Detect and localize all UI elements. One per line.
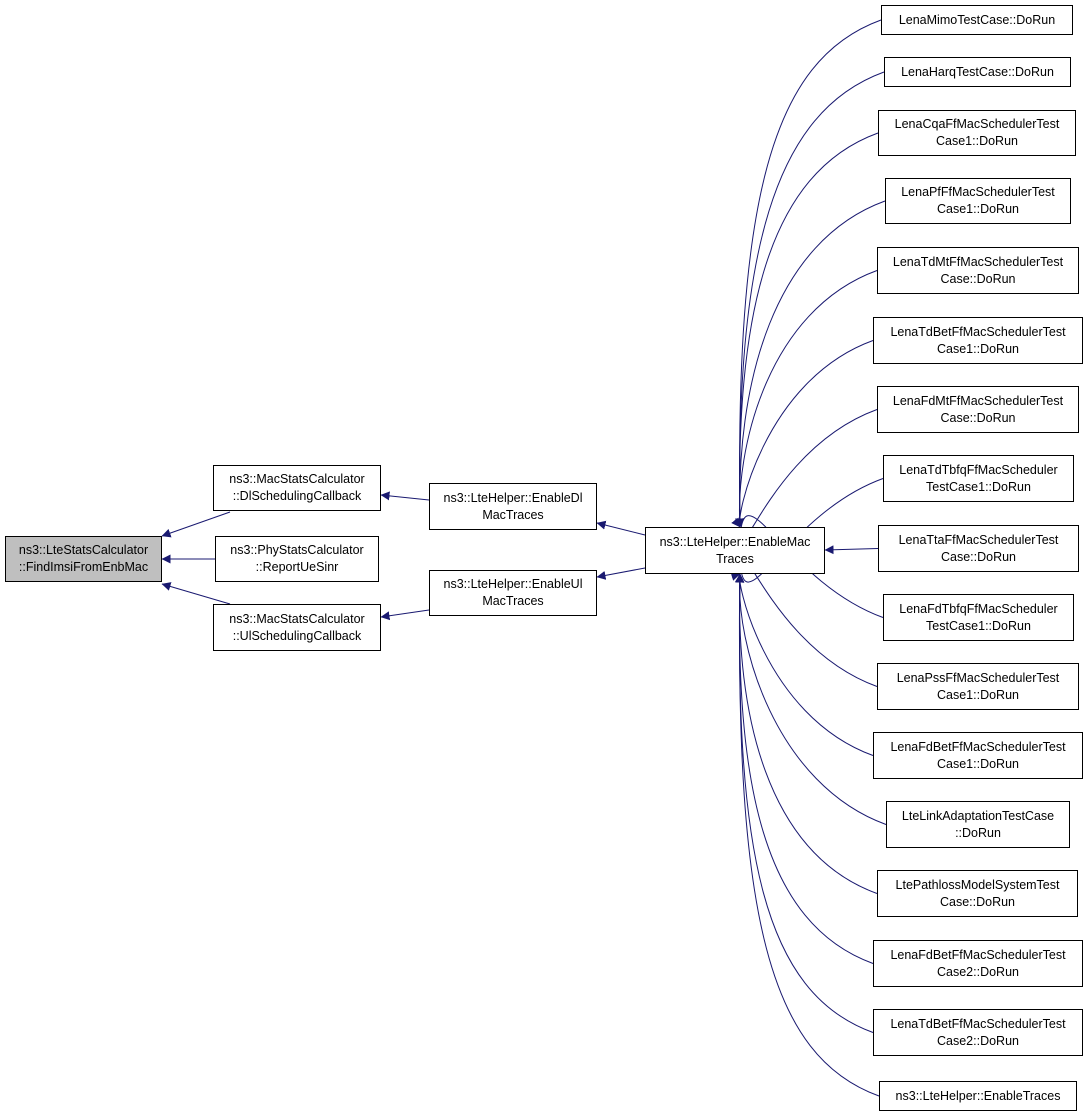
node-mac-stats-dl-scheduling-callback[interactable]: ns3::MacStatsCalculator::DlSchedulingCal…	[213, 465, 381, 511]
edge-dl-sched-cb-to-root	[161, 511, 231, 538]
node-label-line: LenaCqaFfMacSchedulerTest	[894, 117, 1060, 131]
node-label-line: Case::DoRun	[940, 410, 1016, 425]
node-lena-harq-test-case-do-run[interactable]: LenaHarqTestCase::DoRun	[884, 57, 1071, 87]
node-label-line: LenaHarqTestCase::DoRun	[901, 64, 1054, 79]
edge-enable-ul-mac-to-ul-sched-cb	[380, 609, 430, 621]
node-label-line: LtePathlossModelSystemTest	[895, 877, 1060, 892]
node-label-line: TestCase1::DoRun	[926, 618, 1031, 633]
node-label-line: ns3::LteHelper::EnableTraces	[895, 1088, 1061, 1103]
node-mac-stats-ul-scheduling-callback[interactable]: ns3::MacStatsCalculator::UlSchedulingCal…	[213, 604, 381, 651]
node-label-line: LenaTtaFfMacSchedulerTest	[898, 532, 1059, 547]
edge-lena-td-mt-ff-mac-scheduler-test-case-do-run-to-enable-mac	[734, 270, 878, 528]
node-label-line: Case1::DoRun	[937, 756, 1019, 771]
node-label-line: LenaMimoTestCase::DoRun	[898, 12, 1056, 27]
node-label-line: Case2::DoRun	[937, 1033, 1019, 1048]
edge-lte-link-adaptation-test-case-do-run-to-enable-mac	[734, 573, 887, 825]
edge-lena-mimo-test-case-do-run-to-enable-mac	[735, 19, 882, 528]
node-label-line: LenaFdBetFfMacSchedulerTest	[890, 947, 1066, 962]
node-label-line: LenaFdBetFfMacSchedulerTest	[890, 739, 1066, 754]
node-label-line: Case1::DoRun	[937, 202, 1019, 216]
node-label-line: LenaFdMtFfMacSchedulerTest	[892, 393, 1064, 408]
node-label-line: Case::DoRun	[940, 271, 1016, 286]
edge-enable-mac-to-enable-ul-mac	[596, 567, 646, 580]
node-label-line: LenaTdTbfqFfMacScheduler	[899, 462, 1058, 477]
edge-enable-mac-to-enable-dl-mac	[596, 520, 646, 536]
node-label-line: Case1::DoRun	[937, 341, 1019, 356]
node-lte-link-adaptation-test-case-do-run[interactable]: LteLinkAdaptationTestCase::DoRun	[886, 801, 1070, 848]
node-label-line: LenaTdBetFfMacSchedulerTest	[890, 324, 1066, 339]
edge-lena-fd-mt-ff-mac-scheduler-test-case-do-run-to-enable-mac	[734, 409, 878, 544]
edge-enable-dl-mac-to-dl-sched-cb	[380, 491, 430, 501]
node-label-line: Case1::DoRun	[936, 134, 1018, 148]
node-label-line: Case1::DoRun	[937, 687, 1019, 702]
node-label-line: LenaTdBetFfMacSchedulerTest	[890, 1016, 1066, 1031]
edge-lena-cqa-ff-mac-scheduler-test-case1-do-run-to-enable-mac	[735, 132, 879, 528]
node-label-line: Case::DoRun	[939, 894, 1016, 909]
edge-lte-helper-enable-traces-to-enable-mac	[735, 573, 880, 1097]
edge-lena-tta-ff-mac-scheduler-test-case-do-run-to-enable-mac	[824, 545, 879, 555]
node-label-line: TestCase1::DoRun	[926, 479, 1031, 494]
node-lte-stats-calculator-find-imsi-from-enb-mac: ns3::LteStatsCalculator::FindImsiFromEnb…	[5, 536, 162, 582]
node-phy-stats-report-ue-sinr[interactable]: ns3::PhyStatsCalculator::ReportUeSinr	[215, 536, 379, 582]
node-label-line: ::DoRun	[955, 825, 1001, 840]
edge-lena-fd-bet-ff-mac-scheduler-test-case1-do-run-to-enable-mac	[730, 572, 874, 756]
node-label-line: Case2::DoRun	[937, 964, 1019, 979]
node-label-line: LteLinkAdaptationTestCase	[901, 808, 1055, 823]
node-label-line: LenaTdMtFfMacSchedulerTest	[892, 254, 1064, 269]
edge-ul-sched-cb-to-root	[161, 582, 231, 605]
edge-lena-td-bet-ff-mac-scheduler-test-case1-do-run-to-enable-mac	[731, 340, 874, 528]
edge-lena-fd-bet-ff-mac-scheduler-test-case2-do-run-to-enable-mac	[735, 573, 874, 964]
node-label-line: LenaPssFfMacSchedulerTest	[896, 670, 1060, 685]
edge-lena-harq-test-case-do-run-to-enable-mac	[735, 71, 885, 528]
node-label-line: LenaFdTbfqFfMacScheduler	[899, 601, 1058, 616]
node-label-line: LenaPfFfMacSchedulerTest	[901, 185, 1055, 199]
edge-lena-pf-ff-mac-scheduler-test-case1-do-run-to-enable-mac	[735, 200, 886, 528]
node-lena-mimo-test-case-do-run[interactable]: LenaMimoTestCase::DoRun	[881, 5, 1073, 35]
edge-lte-pathloss-model-system-test-case-do-run-to-enable-mac	[735, 573, 878, 894]
node-label-line: Case::DoRun	[940, 549, 1017, 564]
node-lte-helper-enable-traces[interactable]: ns3::LteHelper::EnableTraces	[879, 1081, 1077, 1111]
